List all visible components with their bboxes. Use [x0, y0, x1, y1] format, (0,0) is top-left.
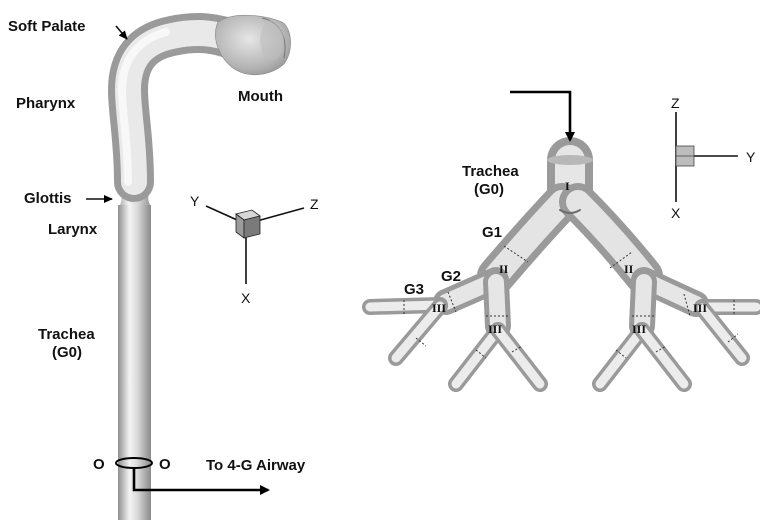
label-g1: G1: [482, 224, 502, 241]
label-trachea-gen-right: (G0): [474, 181, 504, 198]
label-soft-palate: Soft Palate: [8, 18, 86, 35]
gen-numeral-g1-left: II: [499, 262, 509, 276]
axis-label-y-right: Y: [746, 149, 756, 165]
outlet-label-left: O: [93, 456, 105, 473]
label-g2: G2: [441, 268, 461, 285]
label-pharynx: Pharynx: [16, 95, 76, 112]
gen-numeral-trachea: I: [565, 179, 570, 193]
gen-numeral-g2-left-inner: III: [488, 322, 502, 336]
axis-label-z-left: Z: [310, 196, 319, 212]
axes-triad-left: Y Z X: [190, 193, 319, 306]
label-trachea-right: Trachea: [462, 163, 519, 180]
axis-label-z-right: Z: [671, 95, 680, 111]
gen-numeral-g2-right-inner: III: [632, 322, 646, 336]
label-trachea-gen-left: (G0): [52, 344, 82, 361]
soft-palate-pointer: [116, 26, 127, 39]
label-trachea-left: Trachea: [38, 326, 95, 343]
axis-label-y-left: Y: [190, 193, 200, 209]
to-airway-label: To 4-G Airway: [206, 457, 306, 474]
label-glottis: Glottis: [24, 190, 72, 207]
label-g3: G3: [404, 281, 424, 298]
gen-numeral-g2-right-outer: III: [693, 301, 707, 315]
gen-numeral-g2-left-outer: III: [432, 301, 446, 315]
label-mouth: Mouth: [238, 88, 283, 105]
bronchial-tree-model: [370, 155, 756, 384]
axis-cube-right: [244, 216, 260, 238]
outlet-label-right: O: [159, 456, 171, 473]
label-larynx: Larynx: [48, 221, 98, 238]
axes-triad-right: Z Y X: [671, 95, 756, 221]
inflow-arrow: [510, 92, 570, 140]
axis-label-x-left: X: [241, 290, 251, 306]
gen-numeral-g1-right: II: [624, 262, 634, 276]
axis-label-x-right: X: [671, 205, 681, 221]
